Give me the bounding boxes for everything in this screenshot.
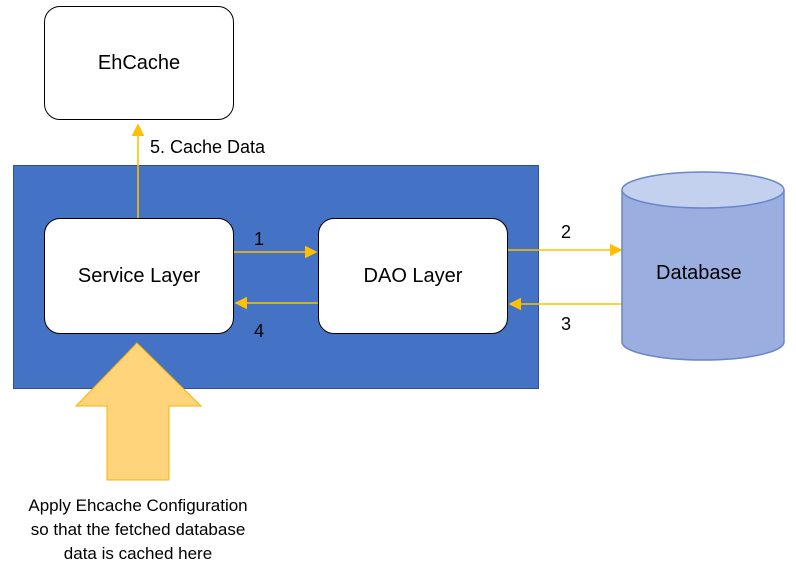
step-4-label: 4 [254,321,265,341]
database-label: Database [656,262,742,284]
ehcache-box: EhCache [44,6,234,120]
config-note-line-3: data is cached here [63,544,213,563]
service-layer-box: Service Layer [44,218,234,334]
config-note-line-1: Apply Ehcache Configuration [28,496,248,515]
service-layer-label: Service Layer [77,264,201,287]
step-1-label: 1 [254,229,265,249]
config-arrow-icon [74,342,203,481]
config-note: Apply Ehcache Configuration so that the … [0,494,276,566]
cache-data-label: 5. Cache Data [150,137,266,157]
config-note-line-2: so that the fetched database [30,520,246,539]
ehcache-label: EhCache [97,51,181,74]
step-2-label: 2 [561,222,572,242]
dao-layer-box: DAO Layer [318,218,508,334]
dao-layer-label: DAO Layer [363,264,463,287]
database-cylinder-icon [621,171,785,361]
step-3-label: 3 [561,314,572,334]
